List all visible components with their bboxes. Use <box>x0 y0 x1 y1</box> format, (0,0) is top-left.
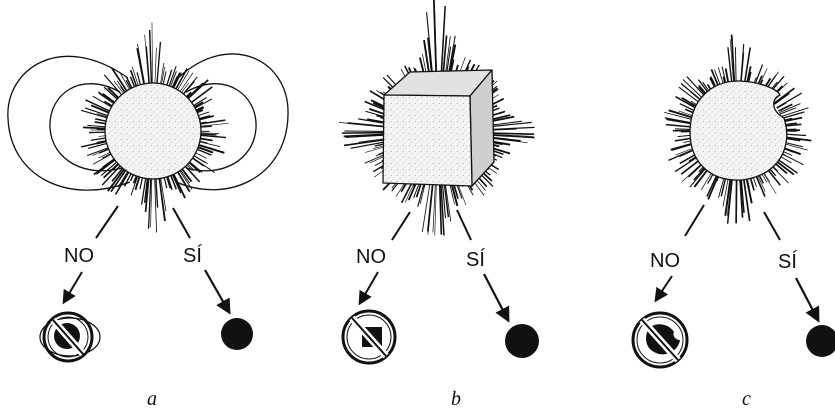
no-branch-line <box>684 204 705 237</box>
spiky-particle <box>339 0 535 236</box>
yes-label: SÍ <box>778 250 797 273</box>
no-arrow <box>358 271 379 306</box>
panel-a: NO SÍ a <box>7 22 289 410</box>
no-arrow <box>654 275 673 303</box>
yes-branch-line <box>456 209 472 241</box>
allowed-dot <box>505 324 539 358</box>
prohibited-symbol <box>631 311 689 369</box>
panel-caption: b <box>451 388 461 410</box>
panel-c: NO SÍ c <box>631 34 835 410</box>
yes-label: SÍ <box>466 248 485 271</box>
spiky-particle <box>664 34 812 224</box>
no-branch-line <box>95 205 119 239</box>
panel-caption: c <box>742 388 751 410</box>
no-label: NO <box>650 250 680 272</box>
allowed-dot <box>221 318 253 350</box>
panel-b: NO SÍ b <box>339 0 539 410</box>
no-label: NO <box>356 246 386 268</box>
no-label: NO <box>64 245 94 267</box>
no-branch-line <box>391 211 411 241</box>
yes-branch-line <box>172 207 191 239</box>
magnetic-field-lines <box>7 53 289 191</box>
prohibited-symbol <box>341 309 397 365</box>
yes-label: SÍ <box>183 244 202 267</box>
cube <box>382 69 495 187</box>
dented-sphere <box>689 80 788 181</box>
spiky-particle <box>80 22 229 233</box>
yes-arrow <box>795 277 820 323</box>
yes-arrow <box>204 269 231 315</box>
prohibited-symbol <box>39 311 101 363</box>
no-arrow <box>62 271 83 305</box>
yes-arrow <box>483 273 510 323</box>
allowed-dot <box>806 325 835 357</box>
panel-caption: a <box>147 388 157 410</box>
yes-branch-line <box>763 211 781 241</box>
